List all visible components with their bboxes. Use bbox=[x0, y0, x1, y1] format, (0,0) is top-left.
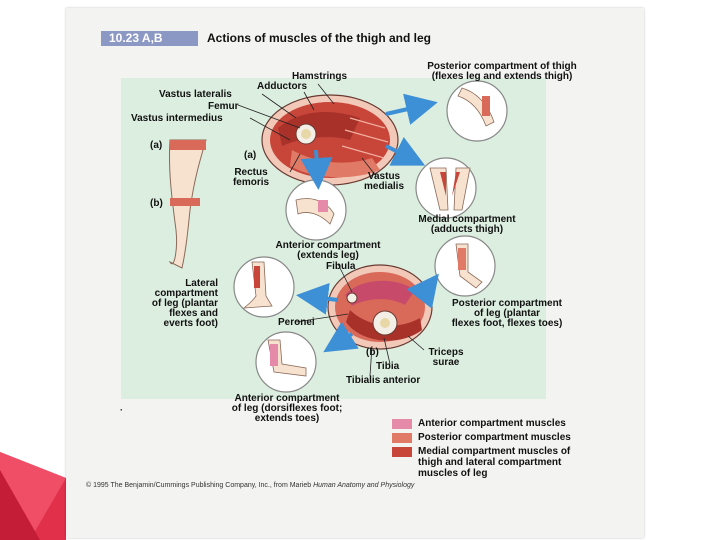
figure-title: Actions of muscles of the thigh and leg bbox=[207, 31, 432, 45]
copyright-credit: © 1995 The Benjamin/Cummings Publishing … bbox=[86, 482, 415, 489]
thigh-cross-section bbox=[261, 94, 399, 186]
label-posterior-leg: Posterior compartment of leg (plantar fl… bbox=[451, 298, 563, 329]
leg-outline-figure bbox=[168, 139, 207, 269]
label-tibia: Tibia bbox=[376, 361, 400, 372]
inset-medial-thigh bbox=[415, 157, 477, 219]
leg-cross-section bbox=[327, 264, 433, 350]
label-b-mid: (b) bbox=[366, 347, 379, 358]
figure-number-badge: 10.23 A,B bbox=[101, 31, 198, 46]
legend-label-anterior: Anterior compartment muscles bbox=[418, 418, 566, 429]
legend-swatch-medial bbox=[392, 447, 412, 457]
leader-lines bbox=[237, 83, 425, 377]
label-b-left: (b) bbox=[150, 198, 163, 209]
label-a-left: (a) bbox=[150, 140, 163, 151]
legend-swatch-anterior bbox=[392, 419, 412, 429]
label-lateral-leg: Lateral compartment of leg (plantar flex… bbox=[151, 278, 218, 329]
inset-lateral-leg bbox=[233, 256, 295, 318]
label-vastus-lateralis: Vastus lateralis bbox=[159, 89, 232, 100]
label-rectus-femoris: Rectus femoris bbox=[232, 167, 270, 188]
label-vastus-medialis: Vastus medialis bbox=[363, 171, 405, 192]
label-femur: Femur bbox=[208, 101, 239, 112]
legend-label-posterior: Posterior compartment muscles bbox=[418, 432, 571, 443]
legend-swatch-posterior bbox=[392, 433, 412, 443]
label-anterior-thigh: Anterior compartment (extends leg) bbox=[275, 240, 381, 261]
label-tibialis-anterior: Tibialis anterior bbox=[346, 375, 421, 386]
inset-anterior-leg bbox=[255, 331, 317, 393]
inset-posterior-leg bbox=[434, 235, 496, 297]
label-adductors: Adductors bbox=[257, 81, 307, 92]
inset-posterior-thigh bbox=[446, 80, 508, 142]
stray-mark: · bbox=[120, 405, 123, 415]
legend-label-medial: Medial compartment muscles of thigh and … bbox=[418, 446, 571, 479]
inset-anterior-thigh bbox=[285, 179, 347, 241]
action-arrows bbox=[296, 93, 439, 353]
label-vastus-intermedius: Vastus intermedius bbox=[131, 113, 223, 124]
label-a-mid: (a) bbox=[244, 150, 257, 161]
label-hamstrings: Hamstrings bbox=[292, 71, 348, 82]
label-medial-compartment: Medial compartment (adducts thigh) bbox=[418, 214, 516, 235]
label-anterior-leg: Anterior compartment of leg (dorsiflexes… bbox=[231, 393, 343, 424]
label-posterior-thigh: Posterior compartment of thigh (flexes l… bbox=[427, 61, 577, 82]
label-triceps-surae: Triceps surae bbox=[428, 347, 464, 368]
label-peronei: Peronei bbox=[278, 317, 315, 328]
label-fibula: Fibula bbox=[326, 261, 356, 272]
